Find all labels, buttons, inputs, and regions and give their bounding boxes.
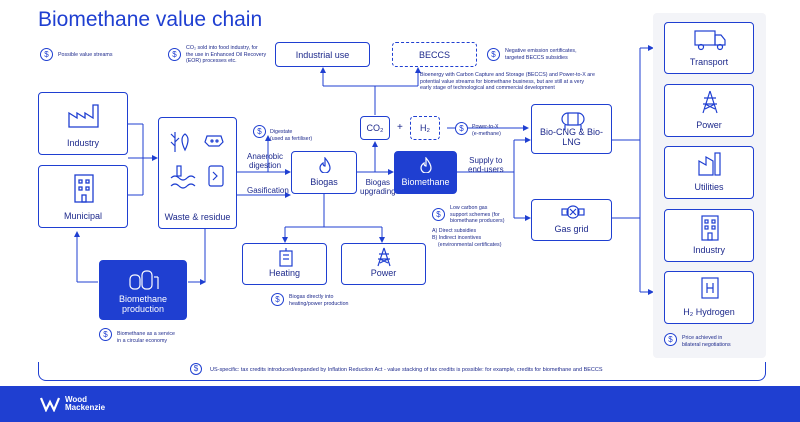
tank-icon [561, 112, 585, 130]
industrial-use-label: Industrial use [295, 49, 350, 60]
flame-icon [319, 157, 331, 173]
truck-icon [694, 30, 726, 51]
logo-line-2: Mackenzie [65, 403, 106, 413]
waste-residue-label: Waste & residue [164, 212, 231, 222]
footer-note-bracket [38, 362, 766, 381]
logo-line-1: Wood [65, 395, 88, 404]
industry-source-box: Industry [38, 92, 128, 155]
industry-source-label: Industry [66, 138, 99, 148]
flame-icon [420, 157, 432, 173]
biogas-label: Biogas [310, 177, 338, 187]
biomethane-production-box: Biomethane production [99, 260, 187, 320]
gas-grid-label: Gas grid [554, 224, 589, 234]
co2-box: CO₂ [360, 116, 390, 140]
wm-logo-icon [40, 397, 60, 413]
logo-wordmark: Wood Mackenzie [65, 395, 106, 413]
coin-icon: $ [455, 122, 468, 135]
biomethane-production-label: Biomethane production [118, 294, 168, 315]
beccs-label: BECCS [418, 49, 450, 60]
end-user-power: Power [664, 84, 754, 137]
power-use-label: Power [370, 268, 397, 278]
end-user-utilities: Utilities [664, 146, 754, 199]
plus-sign: + [397, 122, 403, 133]
h2-box: H₂ [410, 116, 440, 140]
co2-label: CO₂ [366, 123, 384, 133]
hydrogen-label: H₂ Hydrogen [683, 307, 735, 317]
coin-icon: $ [168, 48, 181, 61]
building-icon [701, 215, 719, 241]
page-title: Biomethane value chain [38, 8, 263, 31]
wood-mackenzie-logo: Wood Mackenzie [40, 395, 106, 413]
heating-box: Heating [242, 243, 327, 285]
support-b: B) Indirect incentives (environmental ce… [432, 235, 502, 248]
anaerobic-label: Anaerobic digestion [247, 152, 284, 171]
pipe-icon [561, 205, 585, 219]
support-a: A) Direct subsidies [432, 228, 477, 234]
coin-icon: $ [253, 125, 266, 138]
footer-bar [0, 386, 800, 422]
heating-building-icon [279, 248, 293, 267]
biomethane-box: Biomethane [394, 151, 457, 194]
h2-label: H₂ [420, 123, 430, 133]
hydrogen-icon [701, 277, 719, 299]
coin-icon: $ [99, 328, 112, 341]
bio-cng-box: Bio-CNG & Bio-LNG [531, 104, 612, 154]
coin-icon: $ [487, 48, 500, 61]
gasification-label: Gasification [247, 186, 289, 195]
end-user-industry: Industry [664, 209, 754, 262]
building-icon [74, 174, 94, 203]
pylon-icon [702, 90, 718, 114]
negative-emission-note: Negative emission certificates, targeted… [505, 48, 577, 61]
municipal-source-box: Municipal [38, 165, 128, 228]
pylon-icon [377, 247, 391, 267]
us-tax-credit-note: US-specific: tax credits introduced/expa… [206, 367, 607, 373]
utilities-label: Utilities [694, 182, 724, 192]
transport-label: Transport [689, 57, 729, 67]
utilities-icon [698, 152, 721, 176]
factory-icon [68, 104, 99, 128]
end-user-transport: Transport [664, 22, 754, 74]
co2-note: CO₂ sold into food industry, for the use… [186, 45, 267, 65]
gas-grid-box: Gas grid [531, 199, 612, 241]
upgrading-label: Biogas upgrading [360, 178, 396, 197]
power-use-box: Power [341, 243, 426, 285]
coin-icon: $ [432, 208, 445, 221]
industrial-use-box: Industrial use [275, 42, 370, 67]
end-user-hydrogen: H₂ Hydrogen [664, 271, 754, 324]
waste-residue-box: Waste & residue [158, 117, 237, 229]
digestate-note: Digestate (used as fertiliser) [270, 129, 313, 142]
biogas-direct-note: Biogas directly into heating/power produ… [289, 294, 349, 307]
municipal-source-label: Municipal [63, 211, 103, 221]
supply-label: Supply to end-users [468, 156, 504, 175]
biomethane-label: Biomethane [401, 177, 450, 187]
circular-economy-note: Biomethane as a service in a circular ec… [117, 331, 176, 344]
coin-icon: $ [190, 363, 202, 375]
biogas-box: Biogas [291, 151, 357, 194]
plant-icon [129, 270, 159, 290]
coin-icon: $ [271, 293, 284, 306]
industry-label: Industry [692, 245, 725, 255]
coin-icon: $ [664, 333, 677, 346]
beccs-note: Bioenergy with Carbon Capture and Storag… [420, 72, 595, 92]
coin-icon: $ [40, 48, 53, 61]
power-label: Power [696, 120, 722, 130]
power-to-x-label: Power-to-X (e-methane) [472, 124, 501, 137]
support-title: Low carbon gas support schemes (for biom… [450, 205, 505, 225]
price-note: Price achieved in bilateral negotiations [682, 335, 731, 348]
bio-cng-label: Bio-CNG & Bio-LNG [539, 127, 603, 147]
legend-label: Possible value streams [58, 52, 113, 58]
beccs-box: BECCS [392, 42, 477, 67]
waste-icons [170, 132, 224, 189]
heating-label: Heating [268, 268, 301, 278]
